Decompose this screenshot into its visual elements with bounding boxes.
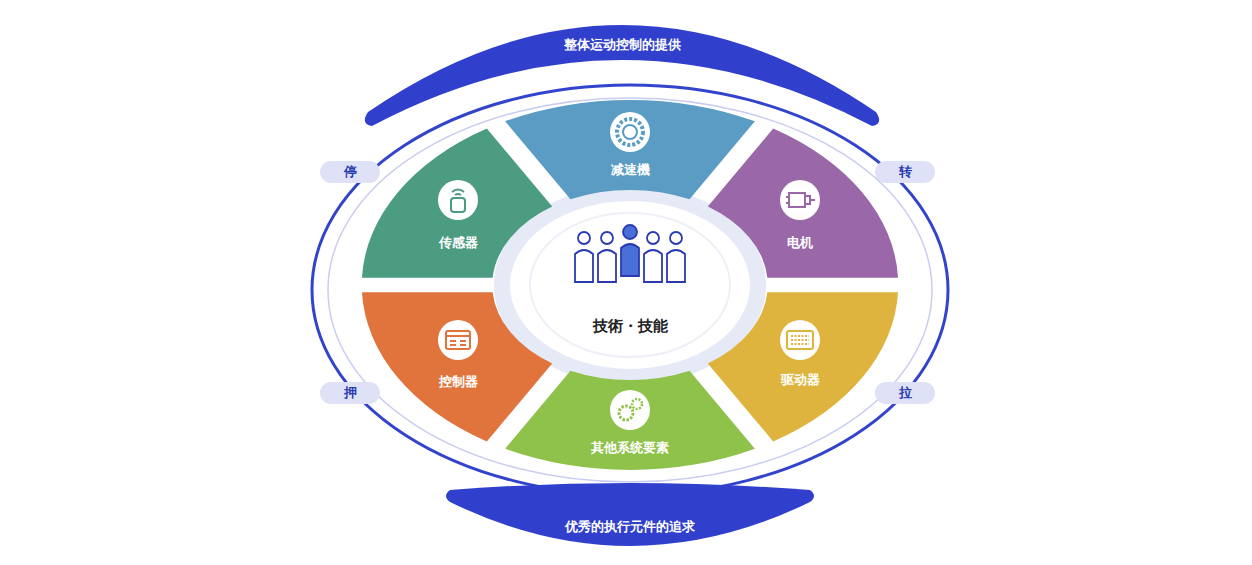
node-label: 停 xyxy=(344,164,357,180)
sector-shape xyxy=(362,129,552,278)
sector-shape xyxy=(505,371,755,470)
sector-node: 传感器 xyxy=(362,125,561,285)
icon xyxy=(438,320,478,360)
action-pill: 拉 xyxy=(875,382,935,404)
glow-ring xyxy=(502,193,758,377)
node-label: 转 xyxy=(899,164,912,180)
action-pill: 停 xyxy=(320,161,380,183)
node-label: 电机 xyxy=(787,235,813,251)
node-label: 控制器 xyxy=(439,374,478,390)
icon xyxy=(438,180,478,220)
node-label: 传感器 xyxy=(439,235,478,251)
band-shape xyxy=(446,483,814,546)
node-label: 减速機 xyxy=(611,162,650,178)
inner-ellipse xyxy=(328,98,932,482)
people-icon xyxy=(575,225,685,282)
sector-shape xyxy=(708,292,898,441)
sector-shape xyxy=(708,129,898,278)
icon xyxy=(610,112,650,152)
sector-shape xyxy=(362,292,552,441)
center-node: 技術・技能 xyxy=(528,212,732,358)
action-pill: 押 xyxy=(320,382,380,404)
sector-node: 减速機 xyxy=(496,100,764,203)
icon xyxy=(610,390,650,430)
node-label: 技術・技能 xyxy=(593,317,668,335)
action-pill: 转 xyxy=(875,161,935,183)
node-label: 押 xyxy=(344,385,357,401)
center-ellipse xyxy=(530,213,730,357)
node-label: 其他系统要素 xyxy=(591,440,669,456)
node-label: 整体运动控制的提供 xyxy=(564,37,681,53)
outer-ellipse xyxy=(312,85,948,495)
sector-node: 其他系统要素 xyxy=(496,367,764,470)
band-node: 优秀的执行元件的追求 xyxy=(440,475,820,550)
icon xyxy=(780,320,820,360)
node-label: 优秀的执行元件的追求 xyxy=(565,519,695,535)
node-label: 驱动器 xyxy=(781,372,820,388)
icon xyxy=(780,180,820,220)
sector-shape xyxy=(505,100,755,199)
sector-node: 电机 xyxy=(699,125,898,285)
node-label: 拉 xyxy=(899,385,912,401)
